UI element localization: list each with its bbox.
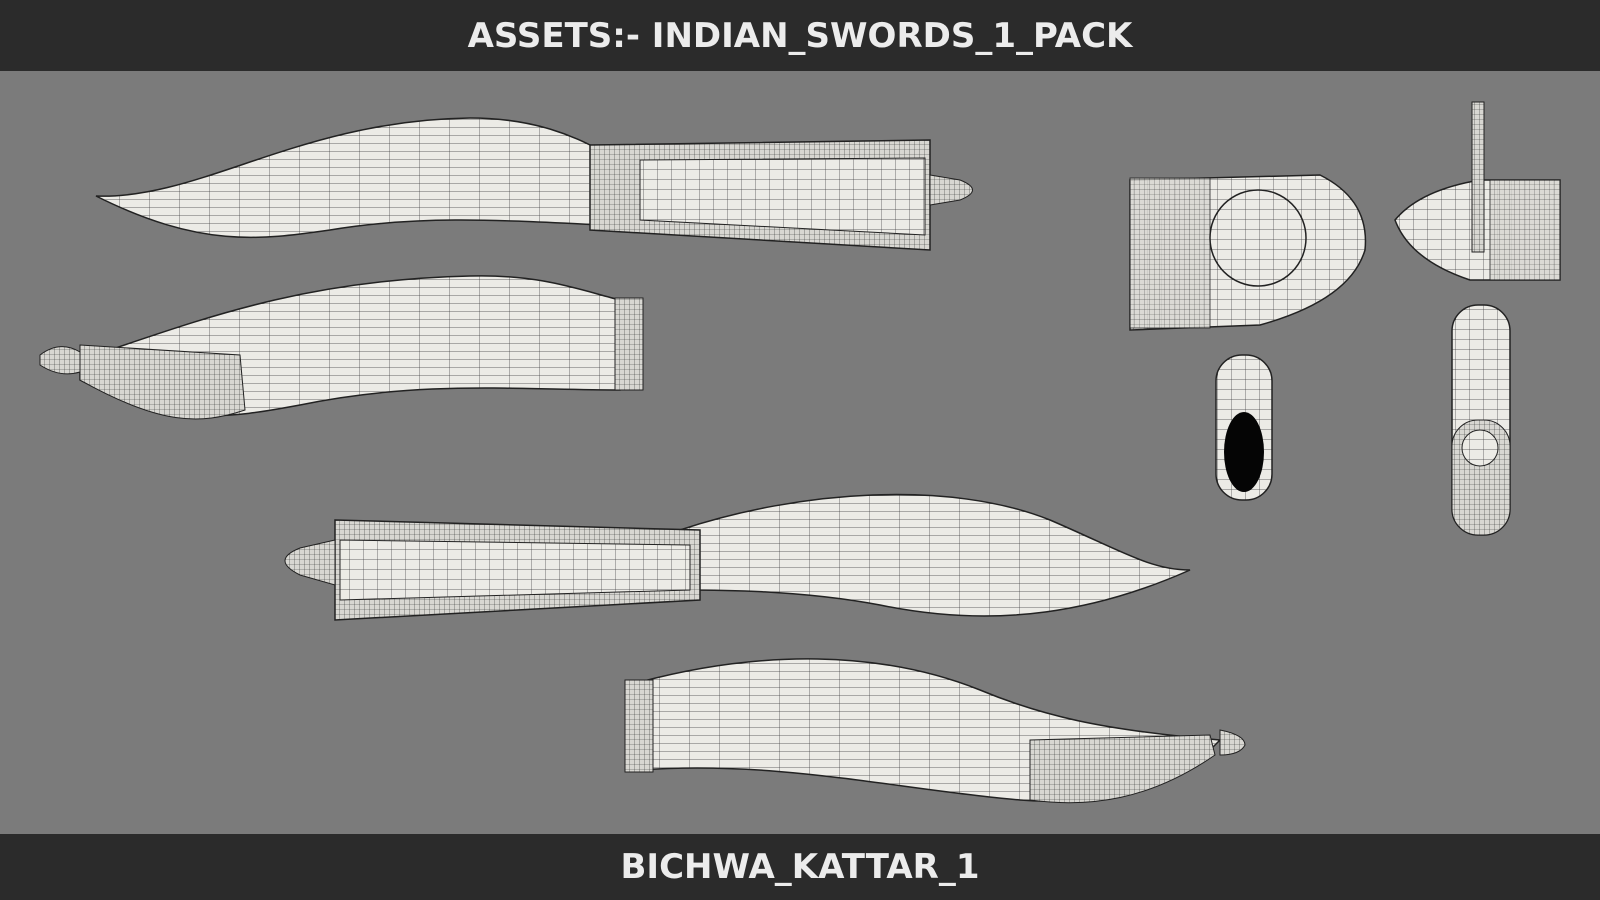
render-viewport xyxy=(39,101,1561,804)
footer-bar: BICHWA_KATTAR_1 xyxy=(0,834,1600,900)
dagger-side-view-top xyxy=(95,117,973,251)
sheath-end-view xyxy=(1215,354,1273,501)
hilt-top-view xyxy=(1129,174,1367,331)
hilt-front-view xyxy=(1394,101,1561,281)
page-title: ASSETS:- INDIAN_SWORDS_1_PACK xyxy=(467,15,1133,56)
asset-name: BICHWA_KATTAR_1 xyxy=(620,847,980,887)
header-bar: ASSETS:- INDIAN_SWORDS_1_PACK xyxy=(0,0,1600,71)
sheath-side-view-bottom xyxy=(624,658,1246,804)
dagger-end-view xyxy=(1451,304,1511,536)
sheath-side-view-top xyxy=(39,275,644,420)
dagger-side-view-bottom xyxy=(284,493,1191,621)
